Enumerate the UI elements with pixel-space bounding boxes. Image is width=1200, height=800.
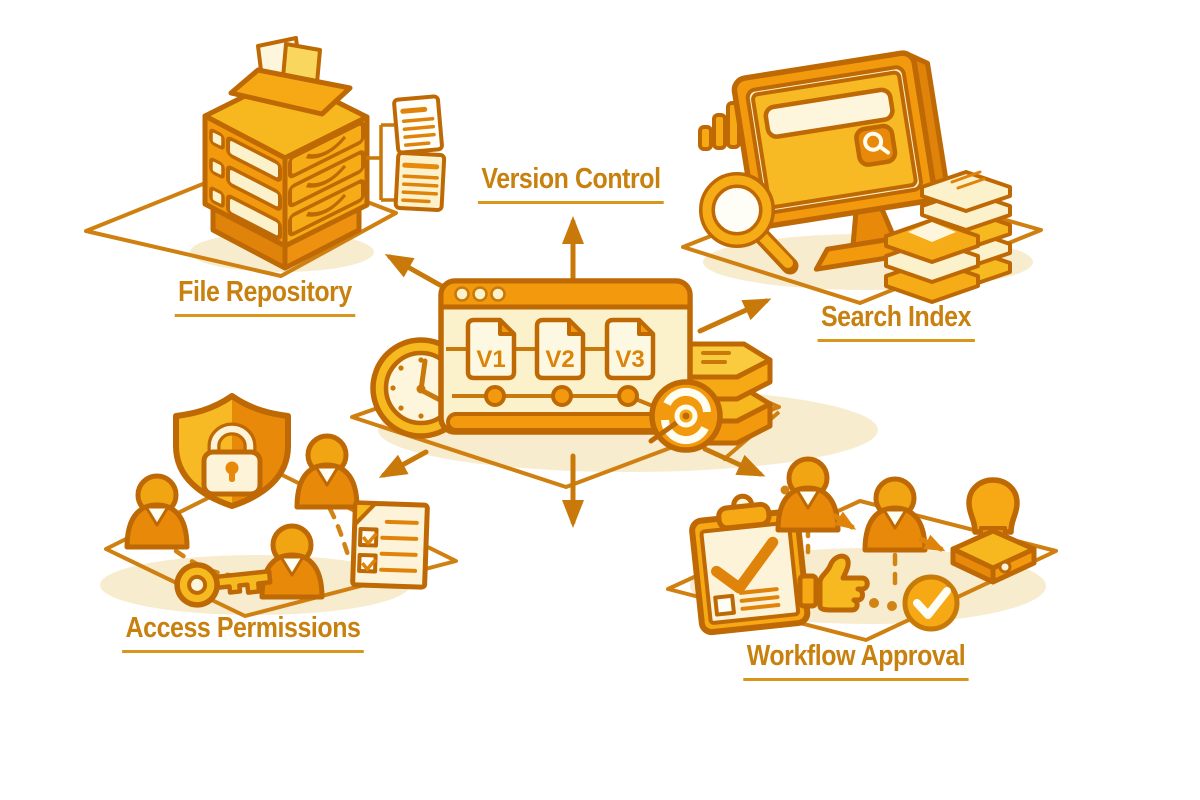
version-doc-v1: V1 xyxy=(465,317,517,381)
approval-stamp-icon xyxy=(950,477,1037,585)
search-bar-icon xyxy=(763,87,895,139)
label-text: Search Index xyxy=(817,301,975,342)
label-text: Access Permissions xyxy=(122,612,364,653)
label-workflow-approval: Workflow Approval xyxy=(725,640,987,681)
center-version-node: V1 V2 V3 xyxy=(370,278,773,453)
label-version-control: Version Control xyxy=(463,163,679,204)
book-stack-icon xyxy=(884,170,1012,304)
version-doc-v3: V3 xyxy=(604,317,656,381)
label-text: Workflow Approval xyxy=(743,640,969,681)
workflow-step-arrows xyxy=(832,511,946,552)
label-text: File Repository xyxy=(174,276,356,317)
version-label: V1 xyxy=(476,346,505,373)
window-titlebar xyxy=(438,278,693,310)
checklist-icon xyxy=(350,500,430,590)
key-icon xyxy=(174,562,273,608)
magnifier-icon xyxy=(699,172,799,275)
window-footer-bar xyxy=(446,412,686,432)
check-circle-icon xyxy=(902,574,960,632)
user-icon xyxy=(294,433,360,510)
clipboard-check-icon xyxy=(689,493,811,636)
arrow-to-search-index xyxy=(697,298,772,334)
label-access-permissions: Access Permissions xyxy=(102,612,383,653)
window-dots xyxy=(454,286,506,302)
user-icon xyxy=(124,473,190,550)
file-repository-node xyxy=(202,36,447,271)
flow-dot xyxy=(887,601,897,611)
access-permissions-node xyxy=(124,393,430,608)
target-dial-icon xyxy=(648,379,723,453)
version-doc-v2: V2 xyxy=(534,317,586,381)
flow-dot xyxy=(869,598,879,608)
thumbs-up-icon xyxy=(797,553,870,613)
user-icon xyxy=(259,523,325,600)
drawer-front xyxy=(209,128,282,240)
drawer-handle xyxy=(288,121,365,237)
search-index-node xyxy=(698,50,1012,304)
label-search-index: Search Index xyxy=(805,301,988,342)
label-file-repository: File Repository xyxy=(160,276,370,317)
padlock-icon xyxy=(201,422,263,497)
user-icon xyxy=(862,476,928,553)
document-icon xyxy=(392,94,444,155)
arrow-to-access-permissions xyxy=(378,449,429,478)
doc-connector-lines xyxy=(366,123,395,202)
folder-icon xyxy=(228,36,353,117)
version-label: V2 xyxy=(545,346,574,373)
workflow-approval-node xyxy=(689,456,1037,636)
user-icon xyxy=(775,456,841,533)
version-label: V3 xyxy=(615,346,644,373)
flow-dot xyxy=(780,485,790,495)
shield-lock-icon xyxy=(173,393,291,509)
monitor-icon xyxy=(731,50,953,272)
file-cabinet-icon xyxy=(202,36,370,271)
label-text: Version Control xyxy=(477,163,665,204)
platform-file-repository xyxy=(84,159,398,278)
search-button-icon xyxy=(854,123,898,167)
browser-window-icon: V1 V2 V3 xyxy=(438,278,693,435)
arrow-to-workflow-approval xyxy=(702,446,766,477)
document-icon xyxy=(393,151,447,212)
